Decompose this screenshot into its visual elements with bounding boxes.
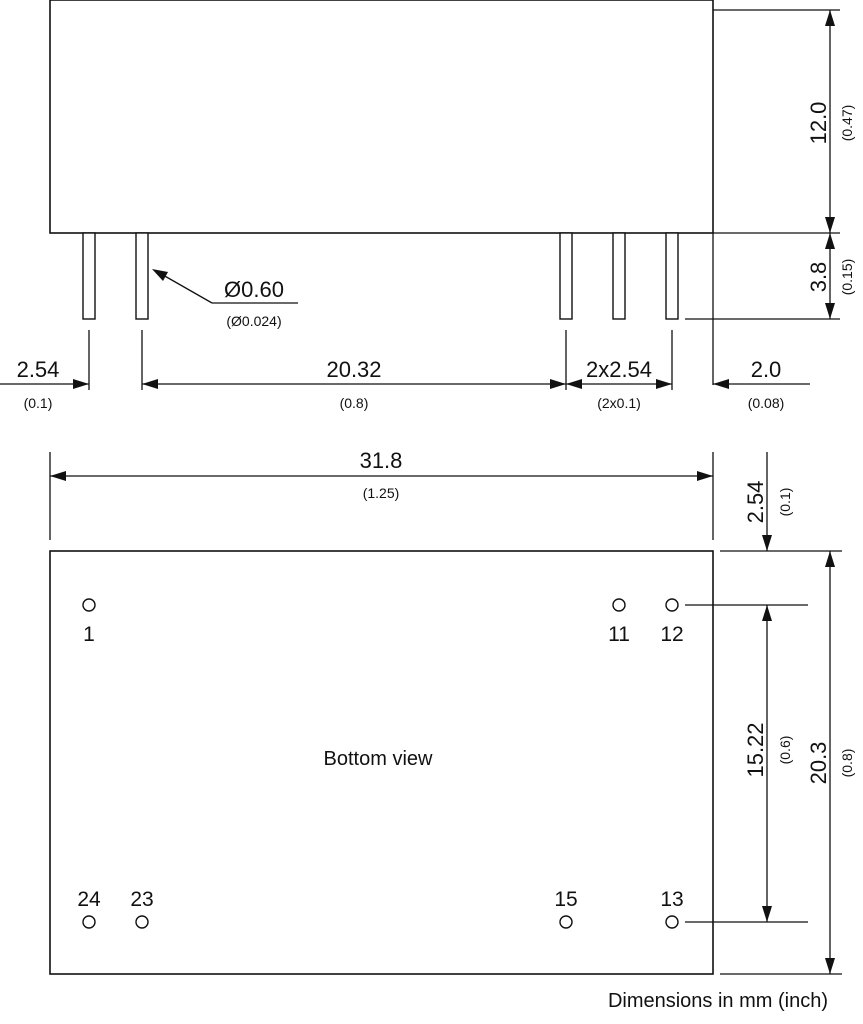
dim-20-32-inch-label: (0.8)	[340, 395, 369, 411]
pin-side-5	[665, 232, 679, 320]
height-pin-label: 3.8	[806, 262, 831, 293]
pin-span-label: 15.22	[743, 722, 768, 777]
arrowhead	[142, 379, 158, 389]
pin-hole-13	[665, 915, 679, 929]
pin-hole-24	[82, 915, 96, 929]
arrowhead	[697, 471, 713, 481]
arrowhead	[825, 958, 835, 974]
side-view: 12.0 (0.47) 3.8 (0.15) Ø0.60 (Ø0.024) 2.…	[0, 0, 855, 411]
arrowhead	[762, 535, 772, 551]
width-label: 31.8	[360, 448, 403, 473]
arrowhead	[825, 10, 835, 26]
height-main-label: 12.0	[806, 102, 831, 145]
pin-side-1	[82, 232, 96, 320]
arrowhead	[656, 379, 672, 389]
arrowhead	[762, 605, 772, 621]
dim-20-32-label: 20.32	[326, 357, 381, 382]
pin-hole-23	[135, 915, 149, 929]
pin-side-4	[612, 232, 626, 320]
arrowhead	[713, 379, 729, 389]
offset-inch-label: (0.1)	[777, 488, 793, 517]
pin-number-15: 15	[554, 888, 577, 911]
height-main-inch-label: (0.47)	[839, 105, 855, 142]
arrowhead	[152, 269, 168, 281]
pin-number-1: 1	[83, 623, 95, 646]
dim-2-0-label: 2.0	[751, 357, 782, 382]
dim-2-0-inch-label: (0.08)	[748, 395, 785, 411]
pin-hole-15	[559, 915, 573, 929]
pin-diameter-inch-label: (Ø0.024)	[226, 313, 281, 329]
pin-side-3	[559, 232, 573, 320]
units-note: Dimensions in mm (inch)	[608, 990, 828, 1012]
module-body-side	[49, 0, 714, 234]
dim-2x2-54-inch-label: (2x0.1)	[597, 395, 641, 411]
height-pin-inch-label: (0.15)	[839, 259, 855, 296]
arrowhead	[825, 217, 835, 233]
arrowhead	[825, 233, 835, 249]
depth-inch-label: (0.8)	[839, 749, 855, 778]
arrowhead	[825, 551, 835, 567]
arrowhead	[73, 379, 89, 389]
module-body-bottom	[49, 550, 714, 975]
arrowhead	[50, 471, 66, 481]
offset-label: 2.54	[743, 481, 768, 524]
pin-number-12: 12	[660, 623, 683, 646]
arrowhead	[566, 379, 582, 389]
pin-number-23: 23	[130, 888, 153, 911]
pin-span-inch-label: (0.6)	[777, 736, 793, 765]
depth-label: 20.3	[806, 742, 831, 785]
pin-number-24: 24	[77, 888, 101, 911]
dim-2x2-54-label: 2x2.54	[586, 357, 652, 382]
pin-hole-1	[82, 598, 96, 612]
arrowhead	[825, 303, 835, 319]
pin-hole-11	[612, 598, 626, 612]
bottom-view-label: Bottom view	[324, 748, 433, 770]
dim-2-54-label: 2.54	[17, 357, 60, 382]
pin-side-2	[135, 232, 149, 320]
width-inch-label: (1.25)	[363, 485, 400, 501]
dim-2-54-inch-label: (0.1)	[24, 395, 53, 411]
pin-number-13: 13	[660, 888, 683, 911]
pin-number-11: 11	[608, 623, 630, 646]
pin-hole-12	[665, 598, 679, 612]
arrowhead	[762, 906, 772, 922]
arrowhead	[550, 379, 566, 389]
bottom-view: 31.8 (1.25) 1 11 12 24 23 15 13 Bottom v…	[49, 448, 855, 975]
pin-diameter-label: Ø0.60	[224, 277, 284, 302]
